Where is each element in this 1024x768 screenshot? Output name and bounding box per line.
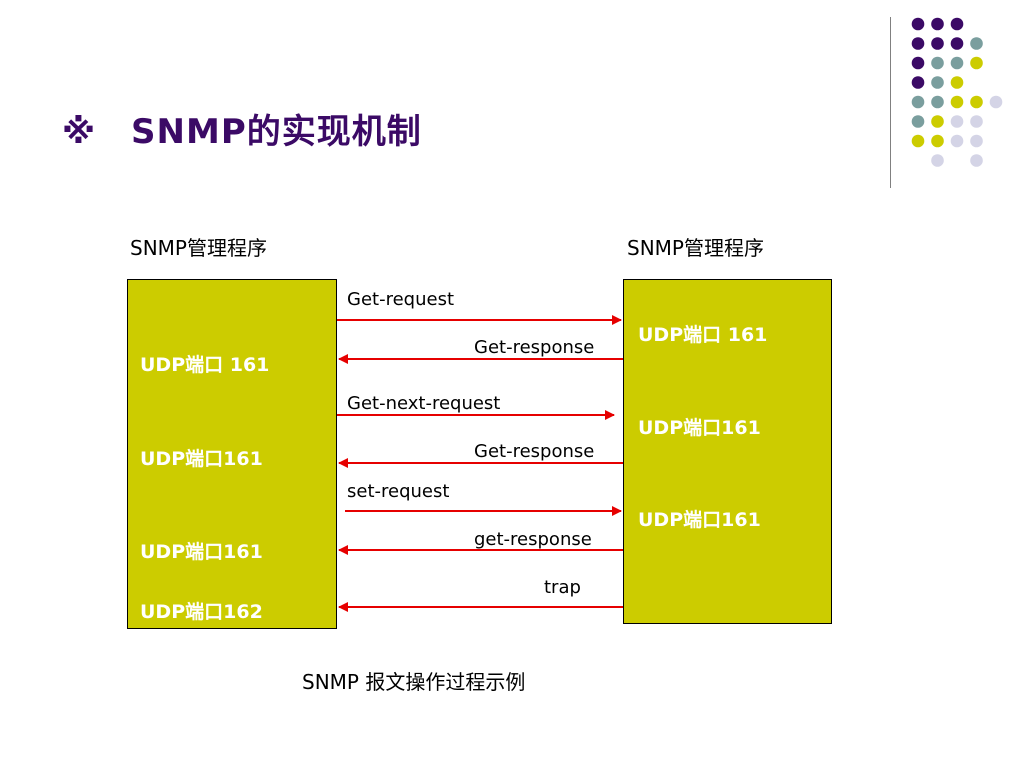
left-program-label: SNMP管理程序 [130,236,267,260]
message-label: Get-response [474,337,595,358]
decorative-dot [931,17,944,31]
right-program-label: SNMP管理程序 [627,236,764,260]
decorative-dot [931,154,944,167]
left-port-label: UDP端口 161 [140,354,270,376]
decorative-dot [970,37,983,50]
right-port-label: UDP端口161 [638,417,761,439]
decorative-dot [970,115,983,128]
message-label: Get-next-request [347,393,501,414]
message-label: Get-request [347,289,454,310]
decorative-dot [950,37,964,50]
decorative-dot [950,95,964,109]
left-manager-box: UDP端口 161 UDP端口161 UDP端口161 UDP端口162 [127,279,337,629]
right-port-label: UDP端口161 [638,509,761,531]
decorative-dot [950,76,964,89]
decorative-dot [931,95,944,109]
decorative-dot-grid [911,17,1003,167]
message-label: trap [544,577,581,598]
left-port-label: UDP端口161 [140,448,263,470]
decorative-dot [911,115,925,128]
decorative-dot [911,76,925,89]
message-label: Get-response [474,441,595,462]
decorative-dot [950,56,964,70]
decorative-dot [931,37,944,50]
decorative-dot [931,76,944,89]
decorative-dot [931,115,944,128]
left-port-label: UDP端口162 [140,601,263,623]
decorative-dot [950,17,964,31]
decorative-dot [911,37,925,50]
decorative-dot [989,95,1003,109]
decorative-divider-line [890,17,891,188]
decorative-dot [950,115,964,128]
page-title: ※ SNMP的实现机制 [62,112,422,152]
decorative-dot [911,95,925,109]
decorative-dot [931,56,944,70]
decorative-dot [970,154,983,167]
decorative-dot [931,134,944,148]
decorative-dot [950,134,964,148]
message-label: set-request [347,481,450,502]
figure-caption: SNMP 报文操作过程示例 [302,670,526,694]
left-port-label: UDP端口161 [140,541,263,563]
right-port-label: UDP端口 161 [638,324,768,346]
decorative-dot [911,134,925,148]
decorative-dot [911,17,925,31]
message-label: get-response [474,529,592,550]
decorative-dot [970,134,983,148]
decorative-dot [911,56,925,70]
right-manager-box: UDP端口 161 UDP端口161 UDP端口161 [623,279,832,624]
decorative-dot [970,56,983,70]
decorative-dot [970,95,983,109]
